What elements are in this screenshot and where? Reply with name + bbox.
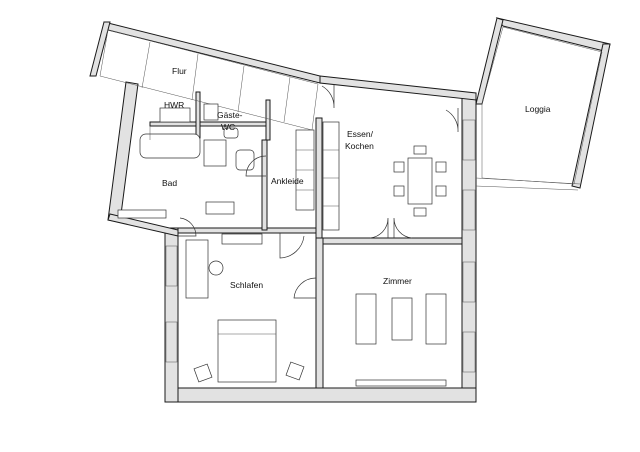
label-hwr: HWR — [164, 100, 184, 110]
loggia-area — [481, 26, 603, 185]
label-zimmer: Zimmer — [383, 276, 412, 286]
label-schlafen: Schlafen — [230, 280, 263, 290]
kitchen-fixtures — [322, 121, 340, 231]
interior-walls — [149, 91, 463, 389]
windows — [165, 119, 581, 373]
ankleide-fixtures — [295, 129, 315, 211]
label-essen-kochen-2: Kochen — [345, 141, 374, 151]
label-ankleide: Ankleide — [271, 176, 304, 186]
label-bad: Bad — [162, 178, 177, 188]
label-essen-kochen-1: Essen/ — [347, 129, 374, 139]
label-gaeste-wc-1: Gäste- — [217, 110, 243, 120]
dining-set — [393, 145, 447, 217]
schlafen-furniture — [185, 233, 305, 383]
room-labels: Flur HWR Gäste- WC Bad Ankleide Essen/ K… — [162, 66, 551, 290]
label-flur: Flur — [172, 66, 187, 76]
bad-fixtures — [117, 126, 255, 219]
label-loggia: Loggia — [525, 104, 551, 114]
doors — [178, 84, 459, 299]
zimmer-furniture — [355, 293, 447, 387]
label-gaeste-wc-2: WC — [221, 122, 235, 132]
hwr-wc-fixtures — [159, 103, 239, 139]
exterior-walls — [89, 17, 611, 403]
